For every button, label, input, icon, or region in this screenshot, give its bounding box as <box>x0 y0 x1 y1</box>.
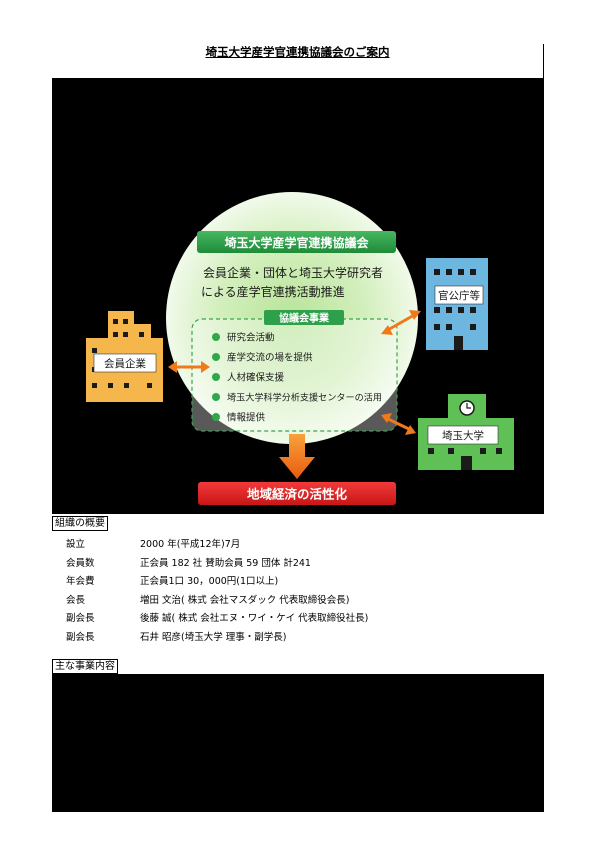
org-info-row: 会員数 正会員 182 社 賛助会員 59 団体 計241 <box>66 553 368 572</box>
org-info-label: 会長 <box>66 594 86 606</box>
activities-box <box>191 318 398 432</box>
activity-item: 産学交流の場を提供 <box>227 352 313 364</box>
regional-economy-text: 地域経済の活性化 <box>247 487 348 502</box>
org-info-value: 正会員 182 社 賛助会員 59 団体 計241 <box>140 557 311 569</box>
government-building-icon: 官公庁等 <box>426 258 488 350</box>
org-info-label: 副会長 <box>66 613 95 625</box>
intro-line-2: による産学官連携活動推進 <box>201 284 345 299</box>
org-info-label: 会員数 <box>66 557 95 569</box>
org-overview-heading: 組織の概要 <box>52 516 108 531</box>
bullet-icon <box>212 393 220 401</box>
margin-rule <box>543 44 544 78</box>
org-info-value: 正会員1口 30，000円(1口以上) <box>140 576 279 588</box>
council-banner-text: 埼玉大学産学官連携協議会 <box>224 235 369 250</box>
activity-item: 人材確保支援 <box>227 372 285 384</box>
org-info-value: 増田 文治( 株式 会社マスダック 代表取締役会長) <box>140 594 350 606</box>
university-building-icon: 埼玉大学 <box>418 394 514 470</box>
activities-header: 協議会事業 <box>264 310 344 325</box>
org-info-label: 年会費 <box>66 576 95 588</box>
activities-header-text: 協議会事業 <box>279 312 330 325</box>
arrow-council-university-icon <box>381 413 416 435</box>
org-info-value: 後藤 誠( 株式 会社エヌ・ワイ・ケイ 代表取締役社長) <box>140 613 369 625</box>
down-arrow-icon <box>279 434 315 479</box>
org-info-label: 副会長 <box>66 631 95 643</box>
arrow-member-council-icon <box>168 361 210 373</box>
business-content-panel <box>52 674 544 812</box>
government-label: 官公庁等 <box>438 289 480 302</box>
org-info-row: 副会長 後藤 誠( 株式 会社エヌ・ワイ・ケイ 代表取締役社長) <box>66 608 368 627</box>
bullet-icon <box>212 373 220 381</box>
org-info-value: 2000 年(平成12年)7月 <box>140 539 241 551</box>
activity-item: 情報提供 <box>227 412 266 424</box>
activity-item: 研究会活動 <box>227 332 275 344</box>
collaboration-diagram: 埼玉大学産学官連携協議会 会員企業・団体と埼玉大学研究者 による産学官連携活動推… <box>86 192 514 505</box>
org-info-row: 副会長 石井 昭彦(埼玉大学 理事・副学長) <box>66 627 368 646</box>
org-info-value: 石井 昭彦(埼玉大学 理事・副学長) <box>140 631 287 643</box>
arrow-council-government-icon <box>381 310 421 335</box>
bullet-icon <box>212 353 220 361</box>
org-info-row: 年会費 正会員1口 30，000円(1口以上) <box>66 571 368 590</box>
regional-economy-banner: 地域経済の活性化 <box>198 482 396 505</box>
member-company-building-icon: 会員企業 <box>86 311 163 402</box>
org-info-row: 会長 増田 文治( 株式 会社マスダック 代表取締役会長) <box>66 590 368 609</box>
member-company-label: 会員企業 <box>104 357 146 370</box>
university-label: 埼玉大学 <box>442 429 484 442</box>
council-banner: 埼玉大学産学官連携協議会 <box>197 231 396 253</box>
activity-item: 埼玉大学科学分析支援センターの活用 <box>227 392 382 404</box>
org-info-label: 設立 <box>66 539 86 551</box>
main-business-heading: 主な事業内容 <box>52 659 118 674</box>
page-title: 埼玉大学産学官連携協議会のご案内 <box>205 45 390 59</box>
org-info-table: 設立 2000 年(平成12年)7月 会員数 正会員 182 社 賛助会員 59… <box>66 534 368 645</box>
intro-line-1: 会員企業・団体と埼玉大学研究者 <box>203 265 383 280</box>
bullet-icon <box>212 413 220 421</box>
org-info-row: 設立 2000 年(平成12年)7月 <box>66 534 368 553</box>
activity-list: 研究会活動 産学交流の場を提供 人材確保支援 埼玉大学科学分析支援センターの活用… <box>212 332 382 424</box>
bullet-icon <box>212 333 220 341</box>
